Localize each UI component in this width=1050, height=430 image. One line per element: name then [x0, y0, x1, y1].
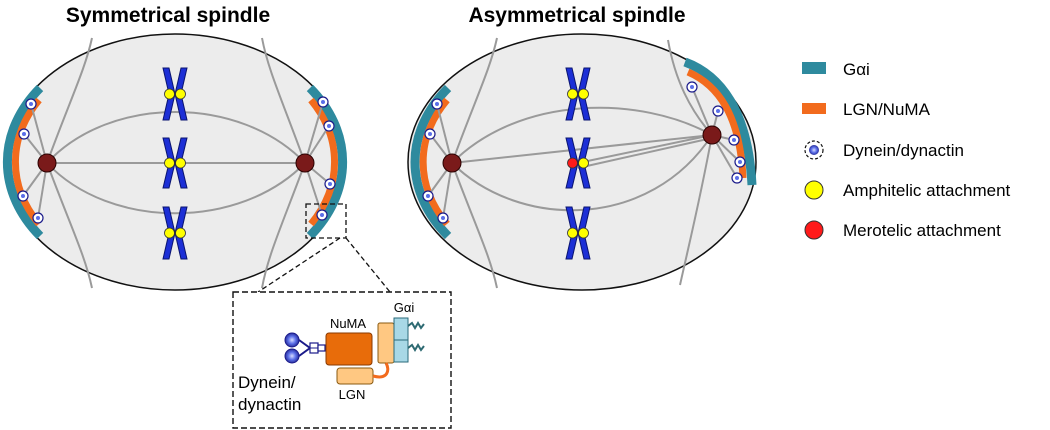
- right-chromosome-middle-merotelic: [565, 137, 591, 189]
- left-spindle-microtubules: [22, 37, 331, 289]
- inset-dynein-icon: [284, 332, 326, 364]
- right-chromosome-bottom: [565, 206, 591, 260]
- legend-item-merotelic: Merotelic attachment: [804, 220, 1001, 240]
- zoom-box: [305, 203, 347, 239]
- legend-item-amphitelic: Amphitelic attachment: [804, 180, 1011, 200]
- legend-gai-label: Gαi: [843, 60, 870, 79]
- inset-gai-anchor-bottom: [407, 343, 425, 352]
- inset-gai-block-top: [393, 317, 409, 341]
- legend-gai-swatch: [802, 62, 826, 74]
- left-chromosome-middle: [162, 137, 188, 189]
- zoom-line-right: [345, 237, 391, 293]
- inset-dynein-label-line2: dynactin: [238, 395, 301, 414]
- inset-gai-anchor-top: [407, 321, 425, 330]
- left-chromosome-top: [162, 67, 188, 121]
- left-centrosome-left: [37, 153, 57, 173]
- left-dynein-dots: [17, 96, 336, 224]
- legend-item-gai: Gαi: [802, 60, 870, 79]
- legend-amphitelic-dot: [804, 180, 824, 200]
- right-centrosome-right: [702, 125, 722, 145]
- legend-item-dynein: Dynein/dynactin: [804, 140, 964, 160]
- legend: Gαi LGN/NuMA Dynein/dynactin Amphitelic …: [802, 60, 1011, 240]
- symmetrical-cell: [2, 33, 391, 293]
- legend-merotelic-label: Merotelic attachment: [843, 221, 1001, 240]
- inset-gai-block-bottom: [393, 339, 409, 363]
- legend-amphitelic-label: Amphitelic attachment: [843, 181, 1011, 200]
- right-panel-title: Asymmetrical spindle: [468, 4, 685, 27]
- legend-merotelic-dot: [804, 220, 824, 240]
- legend-lgn-numa-label: LGN/NuMA: [843, 100, 931, 119]
- inset-lgn-block: [336, 367, 374, 385]
- left-centrosome-right: [295, 153, 315, 173]
- inset-numa-label: NuMA: [330, 316, 366, 331]
- left-lgn-numa-right: [308, 97, 338, 227]
- asymmetrical-cell: [407, 33, 757, 291]
- right-centrosome-left: [442, 153, 462, 173]
- inset-detail: NuMA LGN Gαi Dynein/ dynactin: [232, 291, 452, 429]
- zoom-line-left: [257, 237, 341, 293]
- legend-item-lgn-numa: LGN/NuMA: [802, 100, 931, 119]
- legend-lgn-numa-swatch: [802, 103, 826, 114]
- right-chromosome-top: [565, 67, 591, 121]
- left-gai-cortex-left: [2, 84, 44, 240]
- inset-numa-block: [325, 332, 373, 366]
- inset-gai-label: Gαi: [394, 300, 415, 315]
- right-dynein-dots: [422, 81, 746, 224]
- left-lgn-numa-left: [12, 97, 42, 227]
- inset-dynein-label-line1: Dynein/: [238, 373, 296, 392]
- right-gai-cortex-right: [683, 57, 757, 186]
- left-panel-title: Symmetrical spindle: [66, 4, 270, 27]
- right-lgn-numa-left: [419, 97, 450, 227]
- left-chromosome-bottom: [162, 206, 188, 260]
- inset-linker: [372, 362, 390, 379]
- legend-dynein-label: Dynein/dynactin: [843, 141, 964, 160]
- inset-frame: [232, 291, 452, 429]
- inset-lgn-vertical: [377, 322, 395, 364]
- inset-lgn-label: LGN: [339, 387, 366, 402]
